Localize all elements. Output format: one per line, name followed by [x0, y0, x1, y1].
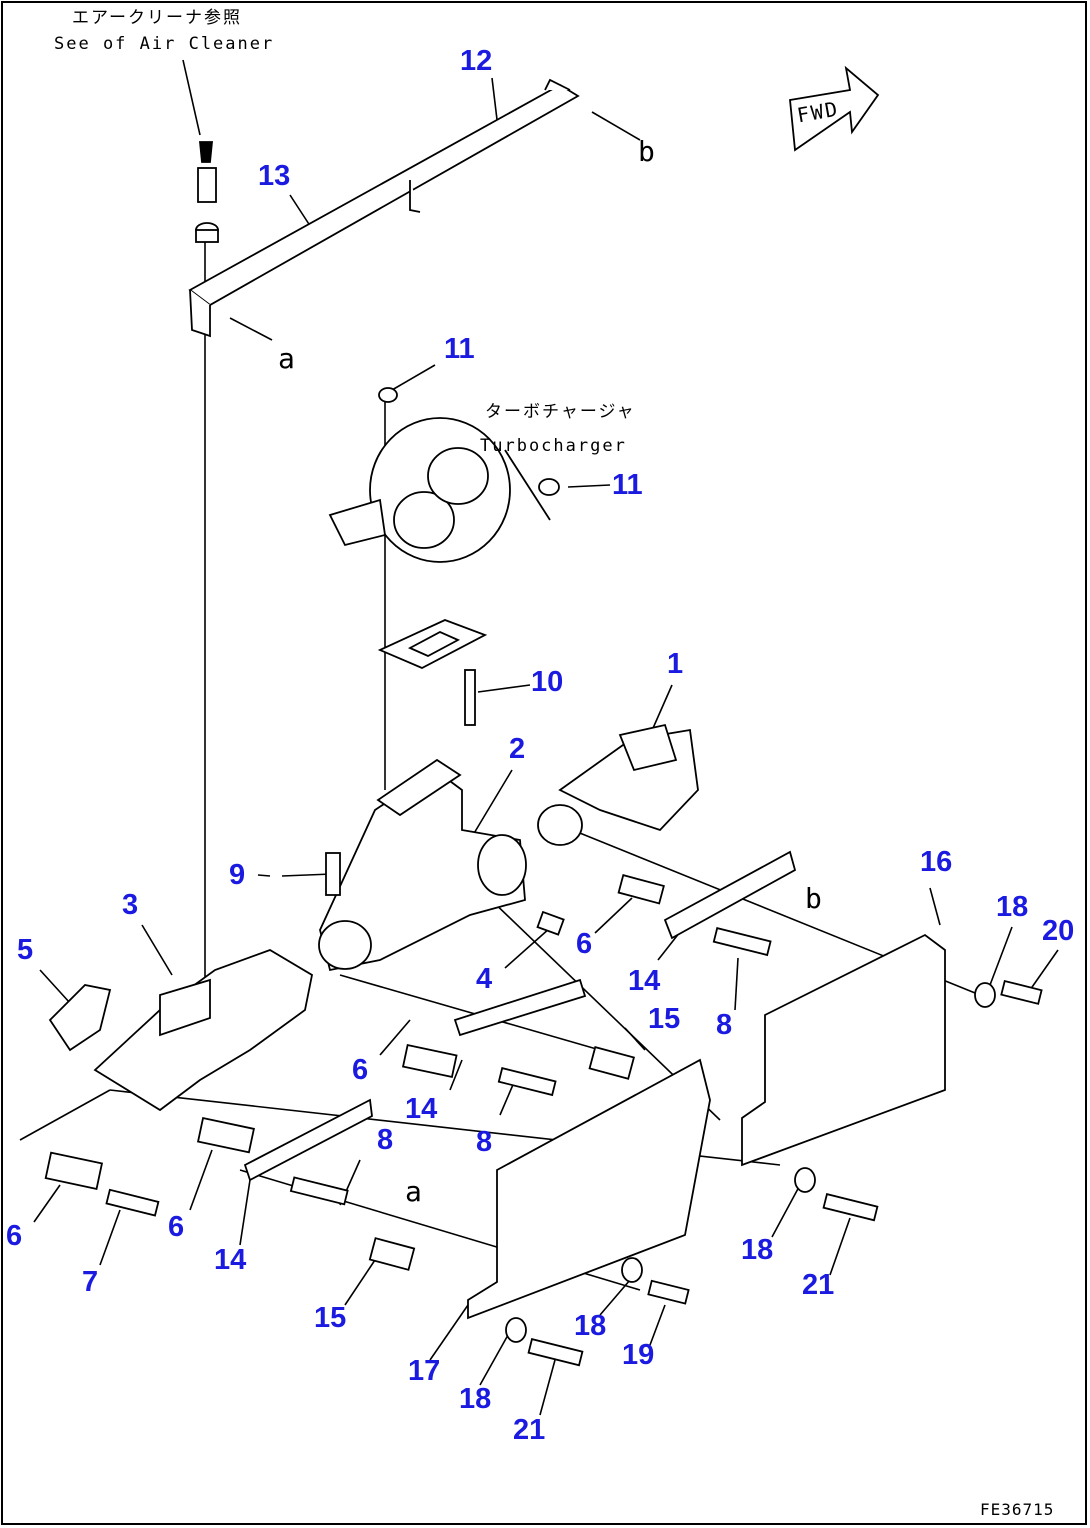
fwd-arrow [789, 65, 880, 152]
ref-letter-b-top: b [638, 135, 655, 168]
turbocharger [328, 387, 560, 563]
callout-1: 1 [667, 648, 684, 680]
cover-16 [741, 933, 946, 1167]
cover-17 [467, 1058, 711, 1320]
callout-14-upper: 14 [628, 965, 661, 997]
manifold-1 [537, 723, 699, 846]
callout-11-right: 11 [612, 469, 643, 501]
gasket-5 [48, 984, 112, 1052]
bolts [105, 852, 772, 1217]
pipe-12-13 [188, 78, 580, 338]
callout-18-lower: 18 [574, 1310, 607, 1342]
stud-10 [464, 669, 476, 726]
callout-19: 19 [622, 1339, 655, 1371]
callout-6-upper: 6 [576, 928, 593, 960]
washers-bolts-right [505, 979, 1043, 1367]
callout-5: 5 [17, 934, 34, 966]
ref-letter-b-bottom: b [805, 882, 822, 915]
bolt-washer-top [195, 141, 219, 243]
figure-code: FE36715 [980, 1500, 1055, 1519]
callout-16: 16 [920, 846, 953, 878]
callout-14-lower: 14 [214, 1244, 247, 1276]
callout-15-lower: 15 [314, 1302, 347, 1334]
callout-15-upper: 15 [648, 1003, 681, 1035]
callout-12: 12 [460, 45, 493, 77]
callout-6-mid: 6 [352, 1054, 369, 1086]
brackets-14 [243, 850, 797, 1182]
note-air-cleaner-en: See of Air Cleaner [54, 34, 275, 54]
callout-11-top: 11 [444, 333, 475, 365]
gasket [377, 619, 488, 669]
callout-14-mid: 14 [405, 1093, 438, 1125]
ref-letter-a-top: a [278, 342, 295, 375]
callout-2: 2 [509, 733, 526, 765]
callout-9: 9 [229, 859, 246, 891]
callout-8-upper: 8 [716, 1009, 733, 1041]
callout-21-bottom: 21 [513, 1414, 546, 1446]
note-air-cleaner-jp: エアークリーナ参照 [72, 8, 242, 28]
callout-18-right: 18 [996, 891, 1029, 923]
callout-13: 13 [258, 160, 291, 192]
callout-21-right: 21 [802, 1269, 835, 1301]
callout-17: 17 [408, 1355, 441, 1387]
callout-18-bottom: 18 [459, 1383, 492, 1415]
callout-8-lower: 8 [377, 1124, 394, 1156]
manifold-2 [318, 758, 527, 972]
manifold-3 [93, 949, 314, 1112]
callout-7: 7 [82, 1266, 99, 1298]
callout-4: 4 [476, 963, 493, 995]
callout-20: 20 [1042, 915, 1075, 947]
callout-8-mid: 8 [476, 1126, 493, 1158]
callout-6-left: 6 [6, 1220, 23, 1252]
callout-6-lower: 6 [168, 1211, 185, 1243]
callout-3: 3 [122, 889, 139, 921]
note-turbocharger-en: Turbocharger [480, 436, 627, 456]
callout-10: 10 [531, 666, 564, 698]
assembly-lines [19, 240, 981, 1291]
spacers-15 [368, 1046, 636, 1271]
ref-letter-a-bottom: a [405, 1175, 422, 1208]
spacers-6 [44, 874, 665, 1190]
callout-18-mid: 18 [741, 1234, 774, 1266]
note-turbocharger-jp: ターボチャージャ [485, 402, 636, 422]
